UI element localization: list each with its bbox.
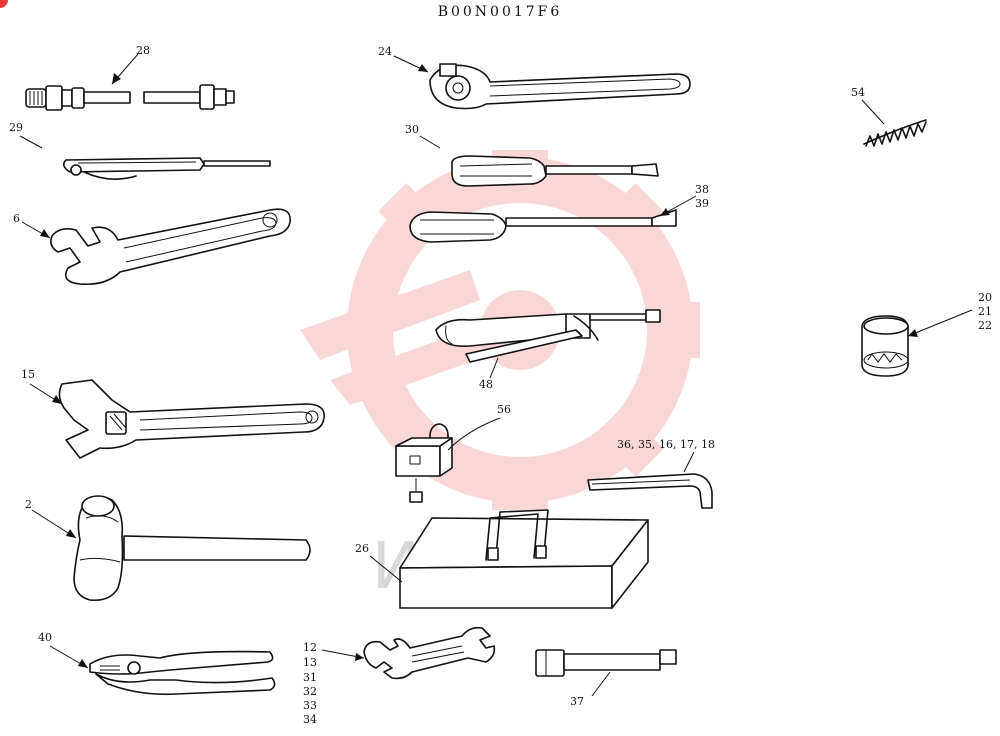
part-label-21: 21 [978, 305, 992, 318]
leader-30 [419, 135, 441, 149]
part-label-36: 36, 35, 16, 17, 18 [617, 438, 715, 451]
tool-12-double-open-wrench [363, 626, 496, 680]
part-label-32: 32 [303, 685, 317, 698]
tool-15-adjustable-wrench [58, 379, 325, 459]
part-label-34: 34 [303, 713, 317, 726]
tool-38-39-screwdriver [409, 209, 677, 243]
part-label-56: 56 [497, 403, 511, 416]
leader-29 [19, 135, 43, 149]
arrow-40 [78, 659, 88, 668]
part-label-38: 38 [695, 183, 709, 196]
part-label-22: 22 [978, 319, 992, 332]
tool-36-hex-key [587, 473, 713, 509]
arrow-6 [40, 229, 50, 238]
arrow-2 [66, 529, 76, 538]
tool-26-tool-box [399, 509, 649, 609]
part-label-24: 24 [378, 45, 392, 58]
part-label-54: 54 [851, 86, 865, 99]
document-code: B00N0017F6 [437, 4, 563, 20]
part-label-33: 33 [303, 699, 317, 712]
part-label-37: 37 [570, 695, 584, 708]
part-label-12: 12 [303, 641, 317, 654]
corner-marker [0, 0, 8, 8]
leader-37 [591, 671, 611, 697]
tool-24-ratchet-handle [429, 63, 691, 110]
tool-30-screwdriver [451, 155, 659, 187]
leader-20 [907, 309, 973, 337]
part-label-6: 6 [13, 212, 20, 225]
part-label-39: 39 [695, 197, 709, 210]
tool-28-extension-bar [25, 84, 235, 111]
tool-54-spring [863, 119, 927, 147]
leader-54 [861, 99, 885, 125]
arrow-12 [355, 653, 364, 661]
part-label-13: 13 [303, 656, 317, 669]
tool-48-grease-gun [435, 309, 661, 363]
part-label-29: 29 [9, 121, 23, 134]
tool-2-hammer [73, 495, 311, 602]
leader-26 [369, 555, 403, 583]
tool-6-open-wrench [50, 208, 291, 286]
leader-56 [447, 417, 501, 451]
part-label-30: 30 [405, 123, 419, 136]
arrow-20 [908, 329, 918, 337]
tool-40-pliers [89, 650, 276, 696]
tool-20-socket [861, 315, 909, 377]
part-label-40: 40 [38, 631, 52, 644]
part-label-26: 26 [355, 542, 369, 555]
arrow-38-39 [660, 208, 670, 216]
arrow-15 [52, 395, 62, 404]
arrow-28 [112, 73, 121, 84]
tool-37-socket-extension [535, 649, 677, 677]
part-label-28: 28 [136, 44, 150, 57]
part-label-15: 15 [21, 368, 35, 381]
tool-56-padlock [395, 423, 453, 503]
leader-48 [489, 357, 499, 379]
part-label-31: 31 [303, 671, 317, 684]
leader-36 [683, 451, 695, 473]
part-label-48: 48 [479, 378, 493, 391]
part-label-2: 2 [25, 498, 32, 511]
part-label-20: 20 [978, 291, 992, 304]
arrow-24 [418, 64, 428, 72]
tool-29-tester-screwdriver [62, 157, 271, 180]
